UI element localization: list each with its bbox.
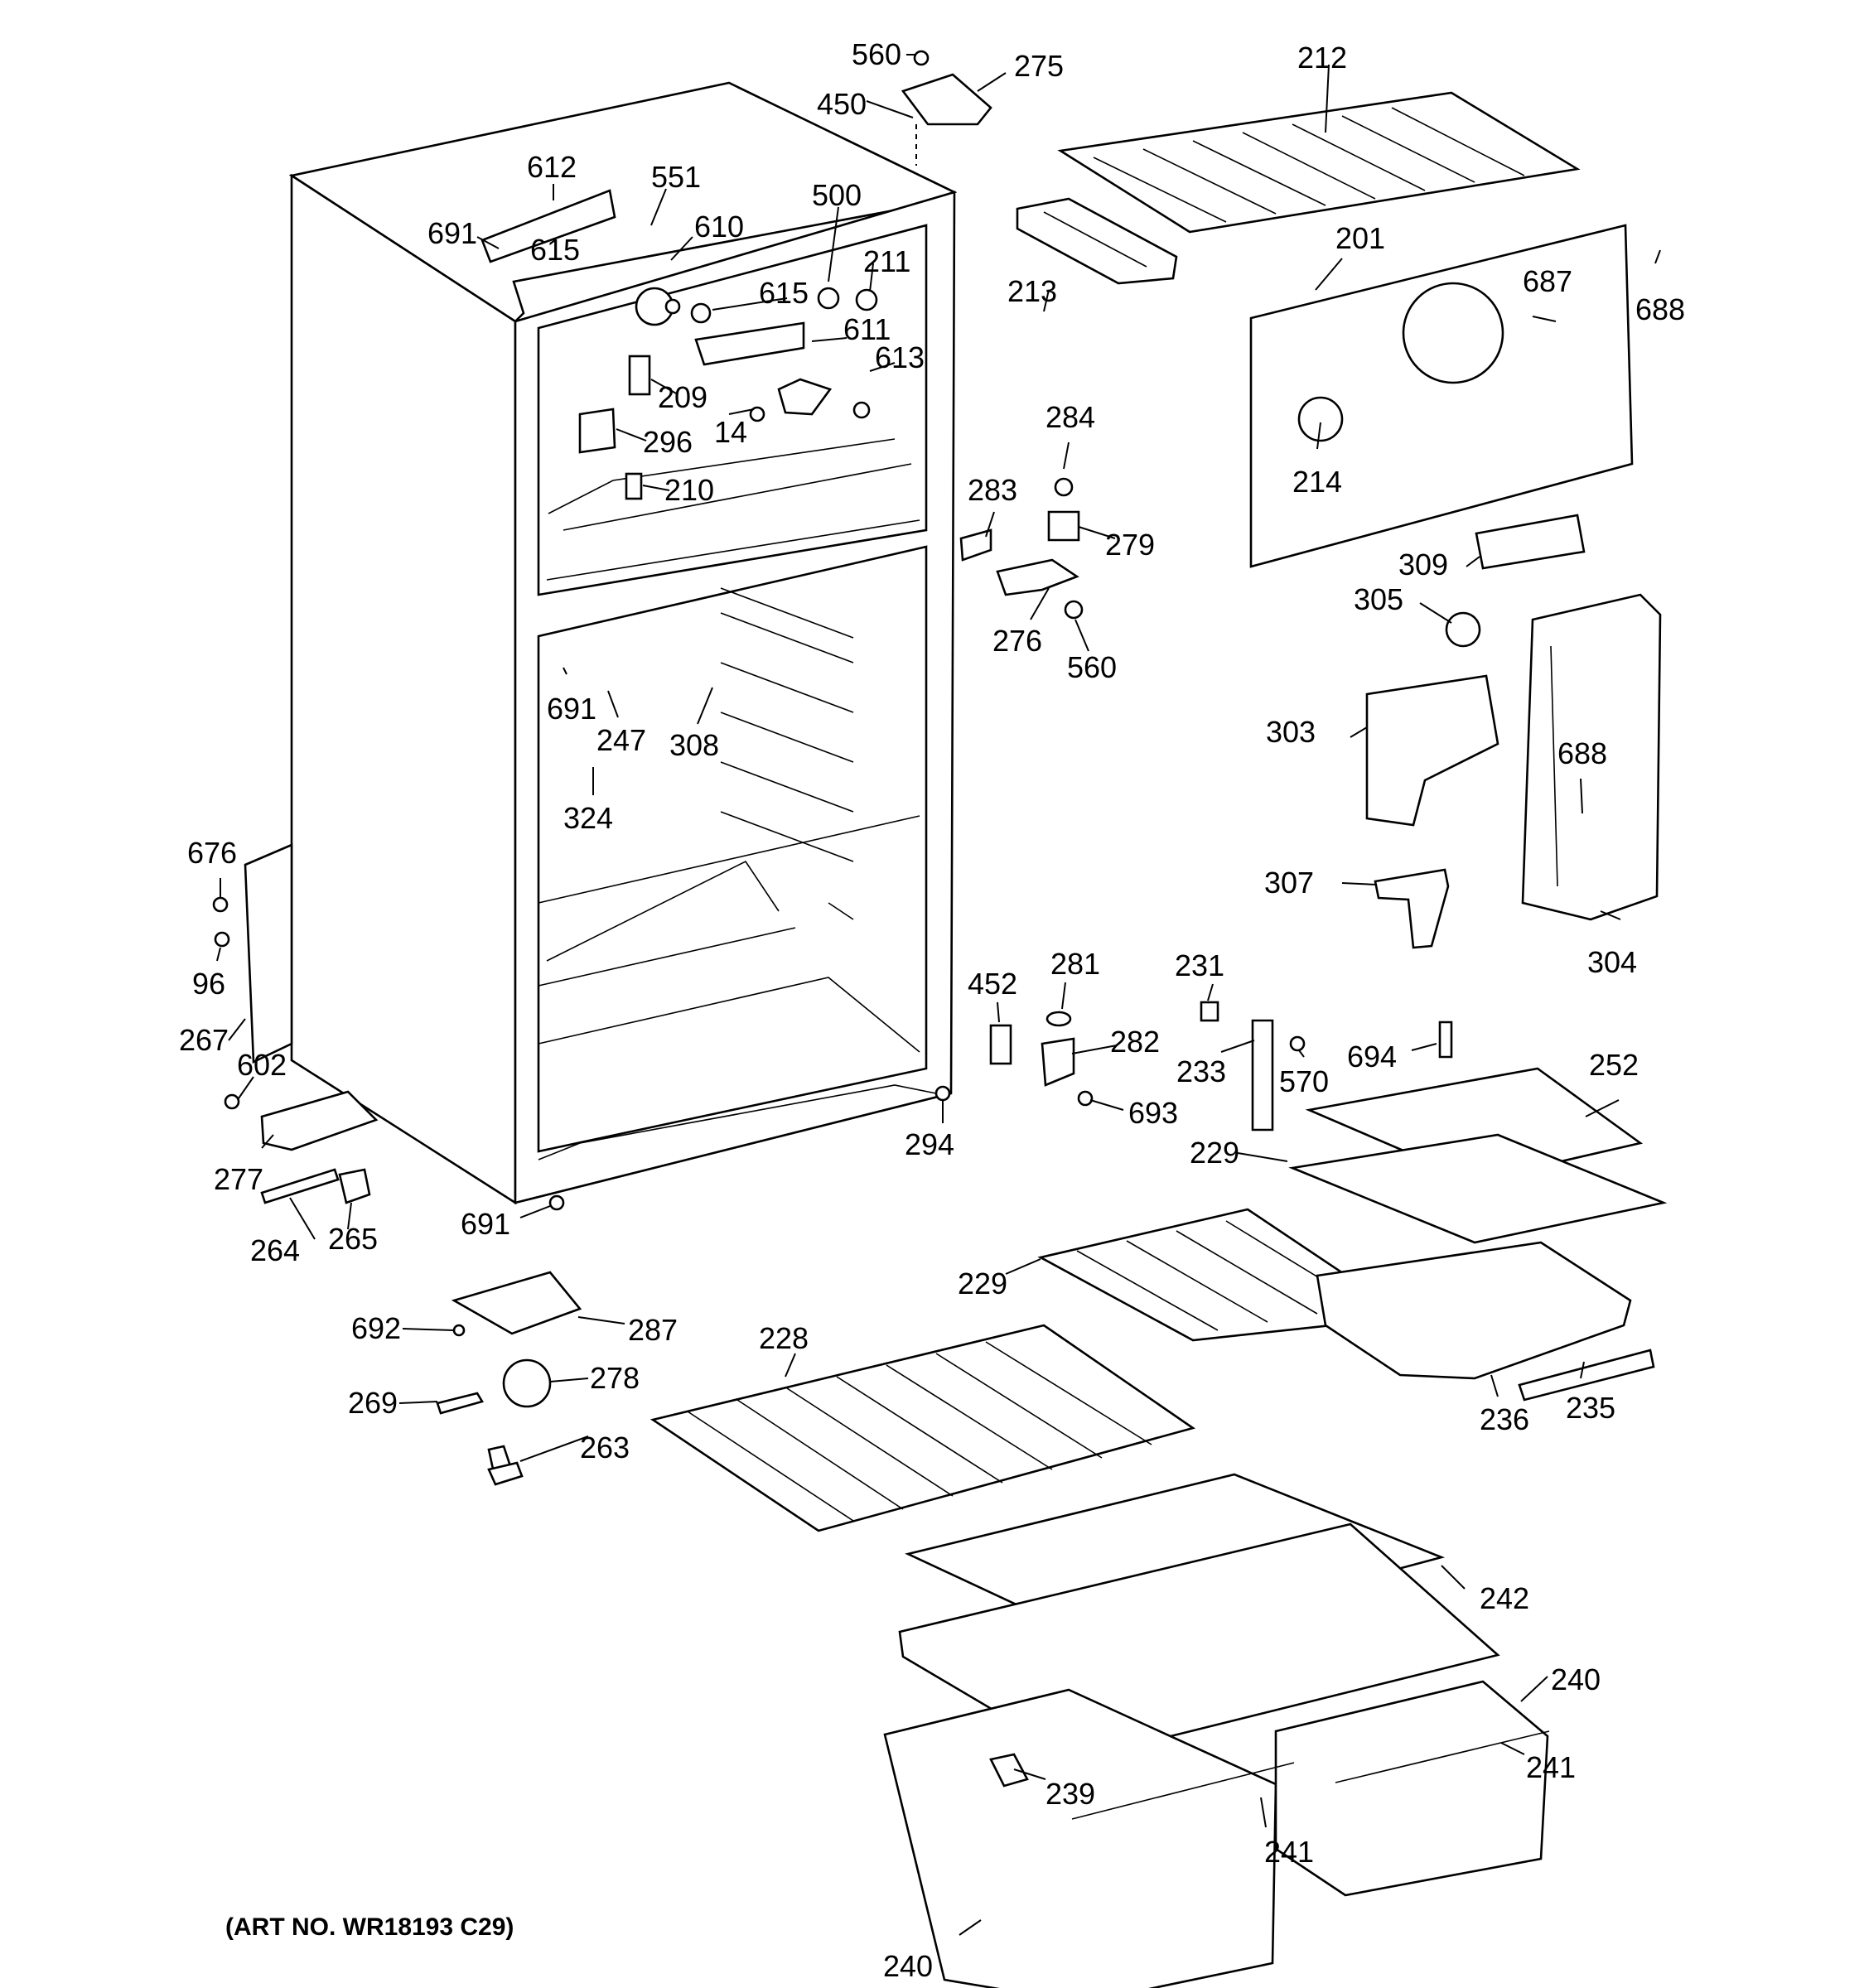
label-263: 263 — [580, 1431, 630, 1464]
label-676: 676 — [187, 836, 237, 870]
label-688: 688 — [1557, 736, 1607, 770]
left-side-parts — [212, 843, 951, 1211]
label-307: 307 — [1264, 866, 1314, 900]
label-252: 252 — [1589, 1048, 1639, 1082]
label-309: 309 — [1398, 548, 1448, 581]
label-269: 269 — [348, 1386, 398, 1420]
label-452: 452 — [968, 967, 1017, 1001]
label-277: 277 — [214, 1162, 263, 1196]
crisper-drawers — [883, 1473, 1550, 1988]
label-281: 281 — [1050, 947, 1100, 981]
label-240: 240 — [883, 1949, 933, 1983]
label-239: 239 — [1045, 1777, 1095, 1811]
label-615: 615 — [759, 276, 809, 310]
label-611: 611 — [843, 312, 891, 346]
freezer-shelf-212 — [1057, 91, 1581, 234]
label-560: 560 — [852, 37, 901, 71]
roller-parts — [436, 1271, 582, 1486]
label-283: 283 — [968, 473, 1017, 507]
pan-236-235 — [1316, 1241, 1655, 1402]
part-labels: 560 275 450 212 612 551 691 615 610 500 … — [179, 37, 1685, 1983]
label-242: 242 — [1480, 1581, 1529, 1615]
label-235: 235 — [1566, 1391, 1615, 1425]
label-267: 267 — [179, 1023, 229, 1057]
label-304: 304 — [1587, 945, 1637, 979]
freezer-hardware — [480, 189, 878, 500]
label-201: 201 — [1335, 221, 1385, 255]
label-265: 265 — [328, 1222, 378, 1256]
label-450: 450 — [817, 87, 867, 121]
label-264: 264 — [250, 1233, 300, 1267]
label-560: 560 — [1067, 650, 1117, 684]
label-209: 209 — [658, 380, 707, 414]
label-213: 213 — [1007, 274, 1057, 308]
art-number: (ART NO. WR18193 C29) — [225, 1913, 514, 1941]
ice-tray-213 — [1016, 197, 1178, 285]
label-212: 212 — [1297, 41, 1347, 75]
label-688: 688 — [1635, 292, 1685, 326]
label-210: 210 — [664, 473, 714, 507]
label-284: 284 — [1045, 400, 1095, 434]
evaporator-cover-201 — [1249, 224, 1634, 568]
label-282: 282 — [1110, 1025, 1160, 1059]
label-247: 247 — [596, 723, 646, 757]
label-279: 279 — [1105, 528, 1155, 562]
label-691: 691 — [461, 1207, 510, 1241]
label-613: 613 — [875, 340, 925, 374]
label-303: 303 — [1266, 715, 1316, 749]
label-236: 236 — [1480, 1402, 1529, 1436]
label-229: 229 — [1190, 1136, 1239, 1170]
label-214: 214 — [1292, 465, 1342, 499]
label-229: 229 — [958, 1267, 1007, 1300]
label-275: 275 — [1014, 49, 1064, 83]
cabinet — [288, 81, 958, 1205]
label-612: 612 — [527, 150, 577, 184]
crisper-shelves-252-229 — [1037, 1067, 1668, 1342]
label-14: 14 — [714, 415, 747, 449]
label-296: 296 — [643, 425, 693, 459]
label-615: 615 — [530, 233, 580, 267]
label-500: 500 — [812, 178, 862, 212]
mid-hardware — [989, 1001, 1453, 1132]
label-570: 570 — [1279, 1064, 1329, 1098]
label-231: 231 — [1175, 948, 1224, 982]
dispenser-parts — [1365, 514, 1662, 949]
label-691: 691 — [427, 216, 477, 250]
label-278: 278 — [590, 1361, 640, 1395]
label-687: 687 — [1523, 264, 1572, 298]
label-551: 551 — [651, 160, 701, 194]
label-602: 602 — [237, 1048, 287, 1082]
label-228: 228 — [759, 1321, 809, 1355]
label-211: 211 — [863, 244, 910, 278]
wire-shelf-228 — [650, 1324, 1196, 1532]
label-694: 694 — [1347, 1040, 1397, 1074]
hinge-top — [901, 50, 992, 126]
label-324: 324 — [563, 801, 613, 835]
label-96: 96 — [192, 967, 225, 1001]
label-276: 276 — [992, 624, 1042, 658]
label-240: 240 — [1551, 1662, 1601, 1696]
label-691: 691 — [547, 692, 596, 726]
label-233: 233 — [1176, 1054, 1226, 1088]
label-610: 610 — [694, 210, 744, 244]
label-241: 241 — [1526, 1750, 1576, 1784]
label-305: 305 — [1354, 582, 1403, 616]
label-693: 693 — [1128, 1096, 1178, 1130]
label-692: 692 — [351, 1311, 401, 1345]
label-308: 308 — [669, 728, 719, 762]
cold-control-parts — [959, 477, 1084, 620]
label-241: 241 — [1264, 1835, 1314, 1869]
label-287: 287 — [628, 1313, 678, 1347]
leader-lines — [216, 54, 1661, 1936]
label-294: 294 — [905, 1127, 954, 1161]
